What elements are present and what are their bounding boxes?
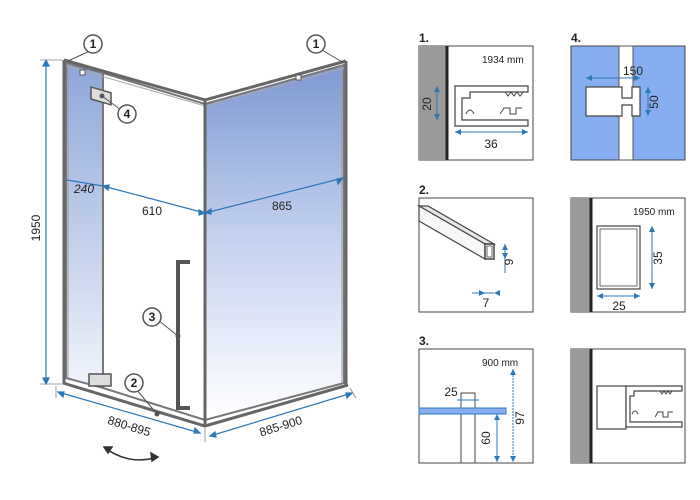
svg-text:50: 50	[647, 95, 661, 109]
svg-text:1: 1	[90, 37, 97, 51]
svg-text:20: 20	[420, 97, 434, 111]
svg-text:1950 mm: 1950 mm	[633, 207, 675, 218]
svg-text:60: 60	[479, 431, 493, 445]
svg-text:900 mm: 900 mm	[482, 358, 518, 369]
svg-text:35: 35	[651, 251, 665, 265]
detail-3: 3. 900 mm 25 60 97	[418, 334, 534, 464]
svg-text:1934 mm: 1934 mm	[482, 55, 524, 66]
dim-height: 1950	[29, 214, 43, 241]
door-glass-panel	[102, 71, 206, 422]
dim-side-range: 885-900	[258, 413, 305, 439]
svg-text:4: 4	[124, 107, 131, 121]
svg-text:9: 9	[502, 258, 516, 265]
svg-text:25: 25	[444, 385, 458, 399]
fixed-glass-panel	[65, 61, 104, 390]
svg-text:1: 1	[313, 37, 320, 51]
svg-text:25: 25	[612, 299, 626, 313]
svg-text:1.: 1.	[419, 31, 429, 45]
svg-text:97: 97	[513, 411, 527, 425]
detail-1: 1. 1934 mm 20 36	[418, 31, 534, 161]
detail-4: 4. 150 50	[570, 31, 686, 161]
shower-enclosure	[62, 58, 349, 428]
callout-1-right: 1	[306, 34, 345, 64]
svg-text:2.: 2.	[419, 183, 429, 197]
svg-text:36: 36	[484, 137, 498, 151]
dim-door-width: 610	[142, 204, 162, 218]
callout-2: 2	[124, 373, 160, 417]
svg-text:3: 3	[149, 310, 156, 324]
svg-text:4.: 4.	[571, 31, 581, 45]
svg-text:150: 150	[623, 64, 643, 78]
callout-1-left: 1	[67, 34, 103, 62]
main-dimensions	[42, 58, 354, 438]
callout-3: 3	[142, 307, 181, 339]
detail-5: 1950 mm 35 25	[570, 197, 686, 313]
detail-6	[570, 348, 686, 464]
svg-text:3.: 3.	[419, 334, 429, 348]
callout-4: 4	[99, 93, 137, 124]
door-swing-arrow	[102, 446, 160, 463]
dim-door-fixed: 240	[73, 182, 94, 196]
side-glass-panel	[204, 63, 345, 422]
detail-2: 2. 9 7	[416, 183, 534, 313]
svg-text:2: 2	[131, 376, 138, 390]
dim-side-width: 865	[272, 199, 292, 213]
bottom-hinge	[88, 373, 112, 387]
svg-text:7: 7	[483, 296, 490, 310]
